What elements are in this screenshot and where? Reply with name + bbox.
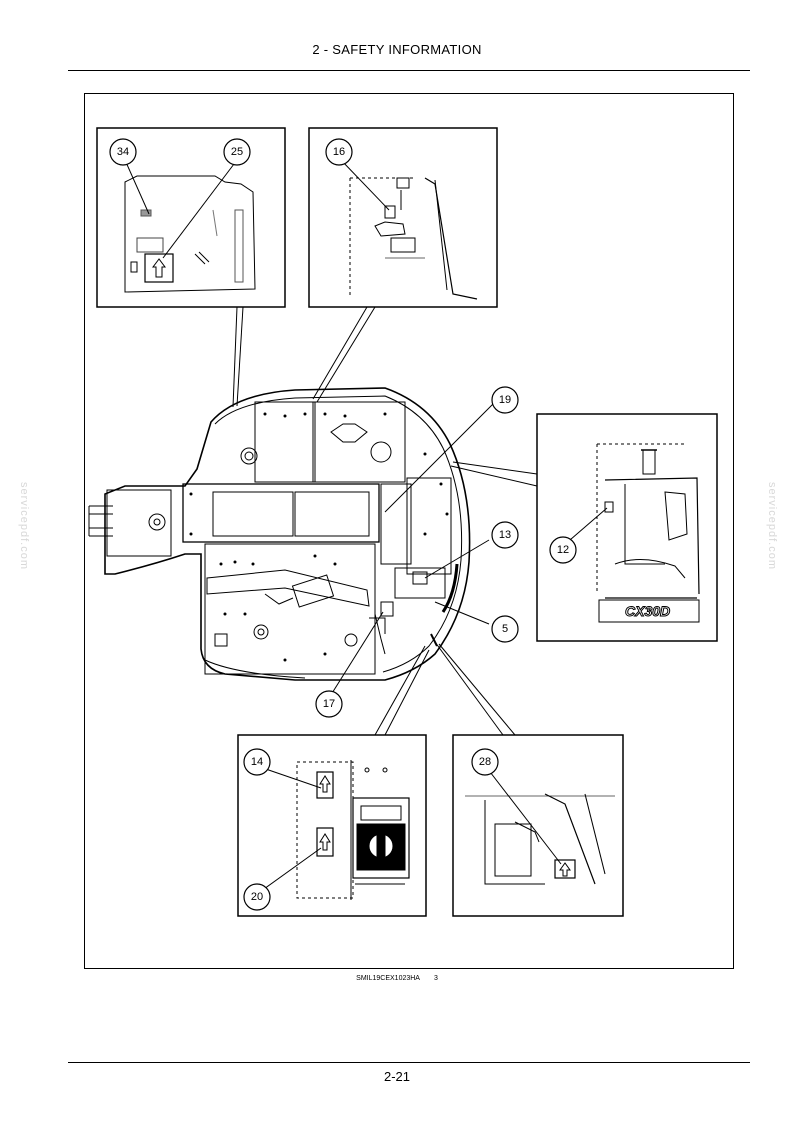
callout-20 [243,883,271,911]
callout-label-19: 19 [499,394,511,406]
bolt-dots [189,412,449,662]
page-number: 2-21 [383,1069,411,1084]
figure-caption: SMIL19CEX1023HA 3 [0,975,794,982]
leader-17 [328,611,384,699]
callout-label-25: 25 [231,146,243,158]
exhaust-stack [642,449,656,475]
callout-34 [109,138,137,166]
up-arrow-icon [319,833,331,851]
center-plate [182,483,380,543]
leader-inset4 [374,645,426,736]
inset-box-34-25 [96,127,286,308]
leader-19 [384,401,496,513]
leader-13 [424,539,490,579]
callout-label-12: 12 [557,544,569,556]
callout-5 [491,615,519,643]
callout-label-5: 5 [502,623,508,635]
arrow-decal-14 [316,771,334,799]
callout-13 [491,521,519,549]
figure-code: SMIL19CEX1023HA [356,975,420,982]
up-arrow-icon [559,862,571,877]
leader-inset5 [434,641,504,736]
callout-label-13: 13 [499,529,511,541]
inset-box-28 [452,734,624,917]
callout-16 [325,138,353,166]
callout-label-14: 14 [251,756,263,768]
footer-rule [68,1062,750,1063]
lever-console [206,569,370,607]
inset-box-16 [308,127,498,308]
engine-hood-left [254,401,316,483]
callout-label-16: 16 [333,146,345,158]
leader-20 [256,847,322,895]
leader-inset1 [232,306,238,408]
watermark-left: servicepdf.com [17,482,30,570]
callout-17 [315,690,343,718]
leader-25 [162,159,238,259]
leader-inset2 [312,306,368,400]
upper-structure-outline [104,387,471,681]
machine-diagram: CX30D [88,127,718,917]
leader-inset3 [452,461,538,475]
decal-17 [380,601,394,617]
leader-34 [124,159,150,215]
inset-box-12 [536,413,718,642]
inset1-panel [124,175,256,293]
boom-base [106,489,172,557]
inset-box-14-20 [237,734,427,917]
callout-label-34: 34 [117,146,129,158]
up-arrow-icon [152,258,166,278]
arrow-decal-25 [144,253,174,283]
cx30d-decal: CX30D [625,603,670,619]
callout-label-20: 20 [251,891,263,903]
callout-19 [491,386,519,414]
up-arrow-icon [319,775,331,793]
decal-13 [412,571,428,585]
leader-16 [340,159,390,211]
header-rule [68,70,750,71]
page-header-title: 2 - SAFETY INFORMATION [312,42,482,57]
engine-hood-right [312,401,406,483]
decal-12 [604,501,614,513]
watermark-right: servicepdf.com [765,482,778,570]
callout-label-28: 28 [479,756,491,768]
figure-number: 3 [433,975,438,982]
decal-5-strip [441,563,459,613]
arrow-decal-20 [316,827,334,857]
callout-25 [223,138,251,166]
callout-label-17: 17 [323,698,335,710]
cab-floor [204,543,376,675]
callout-28 [471,748,499,776]
leader-28 [486,767,562,865]
callout-12 [549,536,577,564]
arrow-decal-28 [554,859,576,879]
decal-16 [384,205,396,219]
leader-5 [434,601,490,625]
figure-frame: CX30D [84,93,734,969]
callout-14 [243,748,271,776]
